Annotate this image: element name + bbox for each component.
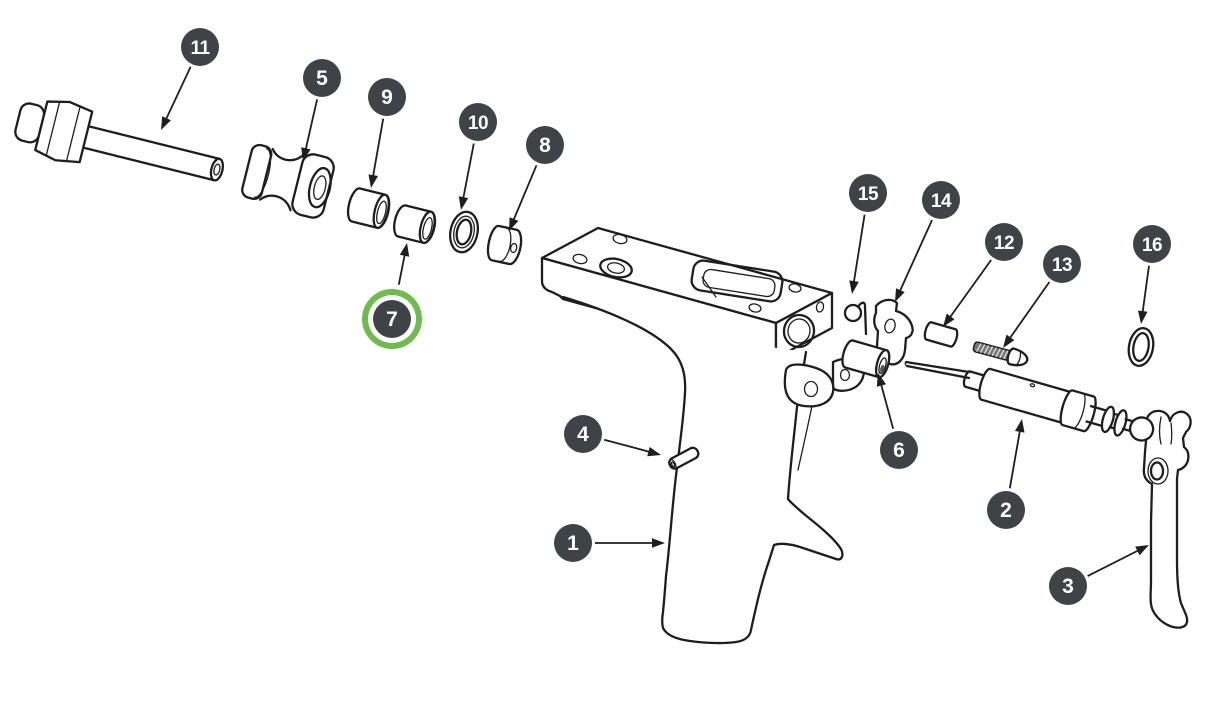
callout-8[interactable]: 8 xyxy=(509,126,564,231)
callout-8-arrowhead xyxy=(509,217,519,231)
callout-2-badge[interactable] xyxy=(987,491,1025,529)
callout-5[interactable]: 5 xyxy=(301,59,341,161)
callout-3-arrow xyxy=(1087,549,1140,577)
callout-9-arrow xyxy=(372,118,385,178)
callout-10-badge[interactable] xyxy=(459,103,497,141)
callout-15-number: 15 xyxy=(858,184,879,205)
callout-4-number: 4 xyxy=(577,423,589,446)
callout-13[interactable]: 13 xyxy=(1003,245,1081,348)
callout-15-arrowhead xyxy=(849,280,859,294)
part-16-o-ring xyxy=(1127,327,1155,367)
callout-7-highlighted[interactable]: 7 xyxy=(362,243,422,349)
callout-11-number: 11 xyxy=(190,38,210,59)
callout-16[interactable]: 16 xyxy=(1133,225,1171,324)
callout-6-arrow xyxy=(880,383,895,430)
callout-5-number: 5 xyxy=(316,67,328,90)
callout-6-arrowhead xyxy=(876,373,887,387)
callout-10-arrowhead xyxy=(458,196,469,210)
callout-13-arrow xyxy=(1008,281,1051,340)
callout-4-arrow xyxy=(603,438,651,453)
callout-9[interactable]: 9 xyxy=(368,78,406,188)
callout-13-number: 13 xyxy=(1052,255,1072,276)
callout-5-badge[interactable] xyxy=(303,59,341,97)
callout-9-number: 9 xyxy=(381,86,393,109)
callout-16-badge[interactable] xyxy=(1133,225,1171,263)
part-6-roller-cylinder xyxy=(841,339,891,379)
callout-14-arrow xyxy=(898,219,933,293)
callout-6-badge[interactable] xyxy=(880,431,918,469)
callout-8-badge[interactable] xyxy=(526,126,564,164)
callout-15-badge[interactable] xyxy=(849,174,887,212)
part-2-plunger-assembly xyxy=(904,360,1155,442)
callout-7-arrow xyxy=(397,253,406,285)
callout-12-badge[interactable] xyxy=(985,223,1023,261)
callout-14-number: 14 xyxy=(931,191,952,212)
callout-16-arrowhead xyxy=(1138,310,1148,324)
callout-15-arrow xyxy=(852,214,866,284)
part-7-bushing-inner xyxy=(393,204,437,245)
part-11-inlet-tube-fitting xyxy=(14,100,225,182)
callout-15[interactable]: 15 xyxy=(849,174,887,294)
callout-8-number: 8 xyxy=(539,134,551,157)
callout-6-number: 6 xyxy=(893,439,905,462)
callout-3-number: 3 xyxy=(1062,575,1074,598)
callout-10-number: 10 xyxy=(468,113,488,134)
callout-16-arrow xyxy=(1141,265,1150,314)
callout-13-arrowhead xyxy=(1003,334,1015,348)
callout-1-arrowhead xyxy=(652,538,665,548)
callout-11-badge[interactable] xyxy=(181,28,219,66)
part-15-retaining-clip xyxy=(843,301,868,336)
part-12-pivot-pin xyxy=(923,321,959,348)
callout-14[interactable]: 14 xyxy=(895,181,960,302)
part-4-roll-pin xyxy=(668,446,700,470)
callout-13-badge[interactable] xyxy=(1043,245,1081,283)
callout-9-arrowhead xyxy=(368,174,378,188)
callout-9-badge[interactable] xyxy=(368,78,406,116)
callout-10-arrow xyxy=(462,143,475,200)
callout-12-arrow xyxy=(948,259,992,319)
callout-1-badge[interactable] xyxy=(554,524,592,562)
callout-3-badge[interactable] xyxy=(1049,567,1087,605)
callout-11-arrowhead xyxy=(161,116,171,130)
callout-14-badge[interactable] xyxy=(922,181,960,219)
callout-2-arrowhead xyxy=(1015,419,1025,433)
callout-5-arrow xyxy=(304,99,318,151)
callout-12-number: 12 xyxy=(994,233,1014,254)
callout-16-number: 16 xyxy=(1142,235,1162,256)
callout-7-badge[interactable] xyxy=(373,300,411,338)
callout-14-arrowhead xyxy=(895,288,905,302)
callout-12[interactable]: 12 xyxy=(943,223,1023,327)
callout-4[interactable]: 4 xyxy=(564,415,661,457)
callout-1[interactable]: 1 xyxy=(554,524,665,562)
callout-2-number: 2 xyxy=(1000,499,1012,522)
part-10-sealing-washer xyxy=(448,210,480,254)
callout-11[interactable]: 11 xyxy=(161,28,219,130)
part-13-screw xyxy=(972,341,1029,367)
callout-3-arrowhead xyxy=(1135,545,1149,556)
callout-2[interactable]: 2 xyxy=(987,419,1025,529)
callout-3[interactable]: 3 xyxy=(1049,545,1149,605)
callout-8-arrow xyxy=(512,164,538,222)
callout-11-arrow xyxy=(164,66,192,121)
part-5-spool-bushing xyxy=(241,143,335,219)
part-3-trigger-lever xyxy=(1142,409,1192,629)
callout-1-number: 1 xyxy=(567,532,579,555)
part-1-body xyxy=(540,226,865,645)
callout-4-arrowhead xyxy=(647,447,661,457)
callout-12-arrowhead xyxy=(943,313,955,327)
part-9-bushing-outer xyxy=(346,187,391,230)
callout-6[interactable]: 6 xyxy=(876,373,918,469)
callout-4-badge[interactable] xyxy=(564,415,602,453)
callout-2-arrow xyxy=(1008,429,1021,489)
part-8-end-cap-disc xyxy=(486,224,523,266)
callout-7-arrowhead xyxy=(399,243,410,257)
callout-10[interactable]: 10 xyxy=(458,103,497,210)
callout-5-arrowhead xyxy=(301,147,311,161)
handle-grip xyxy=(561,294,844,645)
callout-7-number: 7 xyxy=(386,308,398,331)
